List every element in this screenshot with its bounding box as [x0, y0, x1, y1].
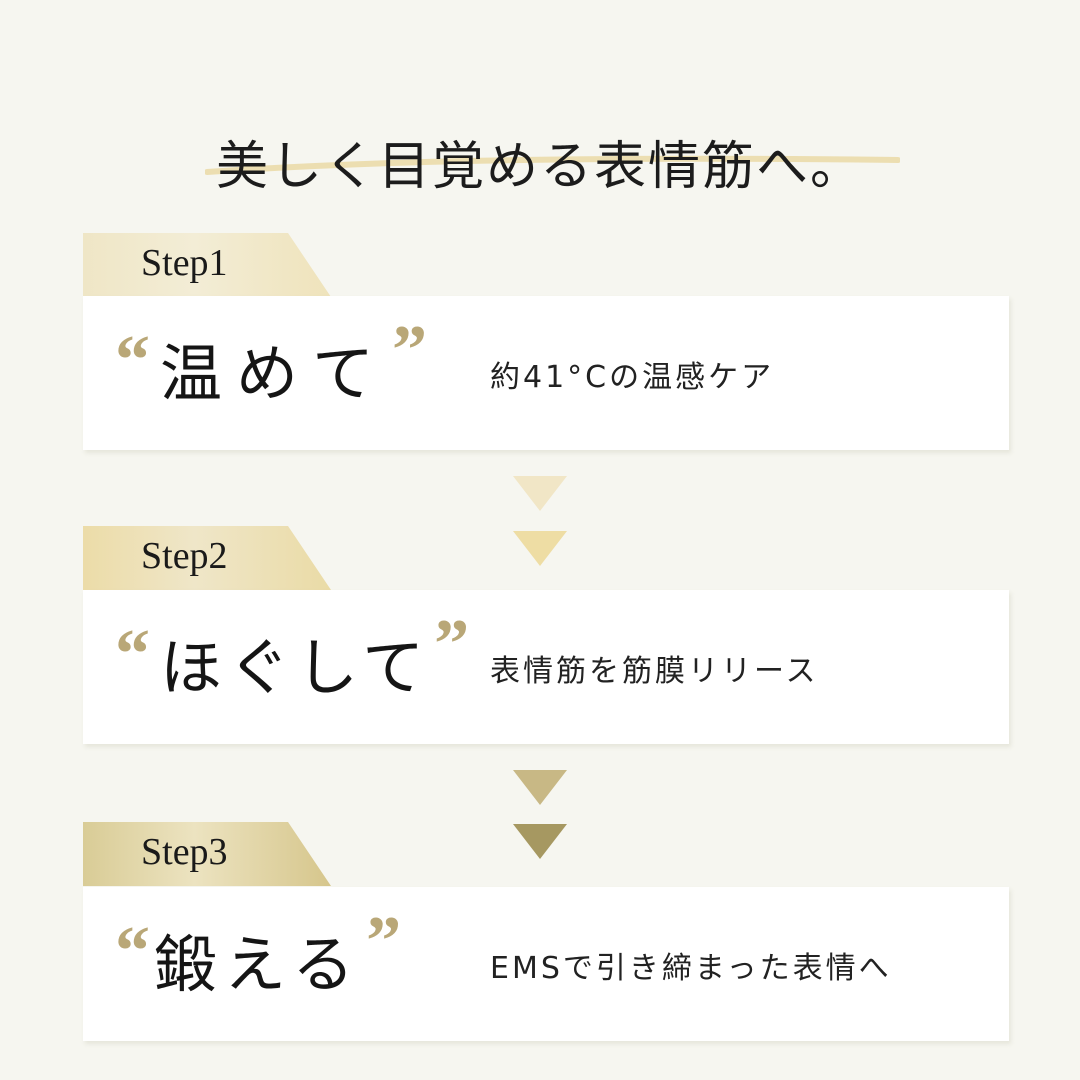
headline-container: 美しく目覚める表情筋へ。: [0, 92, 1080, 242]
page-headline: 美しく目覚める表情筋へ。: [215, 136, 864, 197]
step3-label: Step3: [141, 831, 228, 873]
down-triangle-icon: [513, 531, 567, 566]
close-quote-icon: ”: [366, 903, 402, 980]
close-quote-icon: ”: [434, 606, 470, 683]
step1-banner: Step1: [83, 233, 331, 297]
step2-description: 表情筋を筋膜リリース: [490, 654, 819, 689]
step2-banner: Step2: [83, 526, 331, 590]
down-triangle-icon: [513, 476, 567, 511]
step1-keyword: “ 温めて ”: [115, 316, 427, 424]
open-quote-icon: “: [115, 322, 150, 399]
step3-card: “ 鍛える ” EMSで引き締まった表情へ: [83, 887, 1009, 1041]
step3-banner: Step3: [83, 822, 331, 886]
down-triangle-icon: [513, 824, 567, 859]
step2-keyword: “ ほぐして ”: [115, 610, 469, 718]
step1-card: “ 温めて ” 約41°Cの温感ケア: [83, 296, 1009, 450]
step2-card: “ ほぐして ” 表情筋を筋膜リリース: [83, 590, 1009, 744]
headline-underline-stroke: [205, 155, 900, 175]
open-quote-icon: “: [115, 913, 150, 990]
step1-description: 約41°Cの温感ケア: [490, 360, 775, 395]
step3-keyword: “ 鍛える ”: [115, 907, 401, 1015]
step2-label: Step2: [141, 535, 228, 577]
step1-label: Step1: [141, 242, 228, 284]
open-quote-icon: “: [115, 616, 150, 693]
step3-description: EMSで引き締まった表情へ: [490, 951, 892, 986]
step2-word: ほぐして: [160, 631, 431, 704]
step3-word: 鍛える: [154, 928, 363, 1001]
down-triangle-icon: [513, 770, 567, 805]
step1-word: 温めて: [160, 337, 389, 410]
close-quote-icon: ”: [392, 312, 428, 389]
